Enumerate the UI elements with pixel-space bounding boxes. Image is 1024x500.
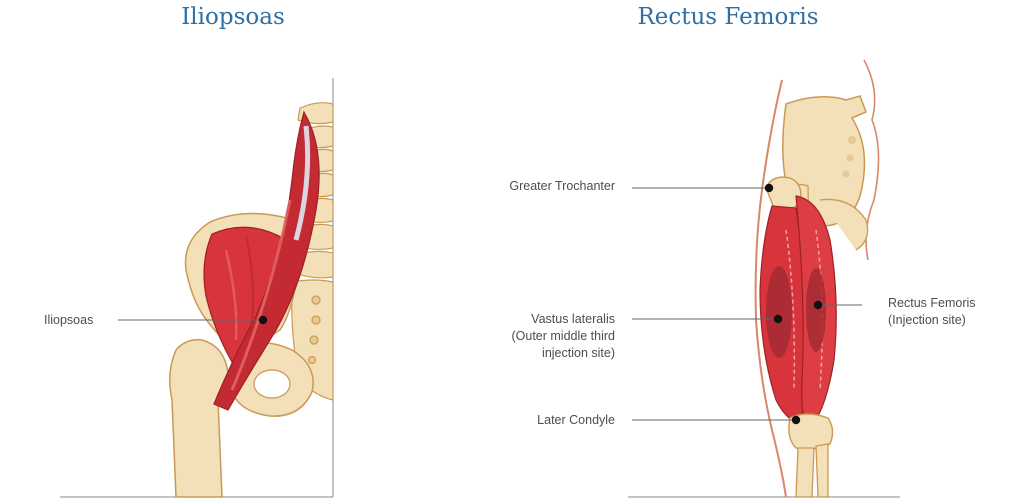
psoas-tendon (293, 125, 311, 241)
vastus-label-line-2: (Outer middle third (511, 329, 615, 343)
iliopsoas-marker (258, 315, 268, 325)
rectus-femoris-label: Rectus Femoris (Injection site) (888, 295, 976, 329)
vastus-injection-zone (766, 266, 792, 358)
iliopsoas-label: Iliopsoas (44, 313, 94, 327)
iliopsoas-title: Iliopsoas (181, 4, 285, 30)
rectus-label-line-2: (Injection site) (888, 313, 966, 327)
knee-lower-leg (788, 413, 834, 498)
rectus-injection-zone (806, 268, 826, 352)
vastus-marker (773, 314, 783, 324)
iliopsoas-panel (60, 78, 334, 498)
psoas-muscle (213, 110, 320, 411)
rectus-femoris-panel (628, 59, 900, 498)
greater-trochanter-label: Greater Trochanter (509, 179, 615, 193)
rectus-femoris-title: Rectus Femoris (637, 4, 819, 30)
trochanter-marker (764, 183, 774, 193)
greater-trochanter (765, 176, 802, 211)
condyle-marker (791, 415, 801, 425)
vastus-lateralis-label: Vastus lateralis (Outer middle third inj… (440, 311, 615, 362)
rectus-marker (813, 300, 823, 310)
later-condyle-label: Later Condyle (537, 413, 615, 427)
rectus-label-line-1: Rectus Femoris (888, 296, 976, 310)
vastus-label-line-1: Vastus lateralis (531, 312, 615, 326)
skin-outline-back (754, 79, 787, 498)
femur-left (169, 338, 229, 498)
vastus-label-line-3: injection site) (542, 346, 615, 360)
